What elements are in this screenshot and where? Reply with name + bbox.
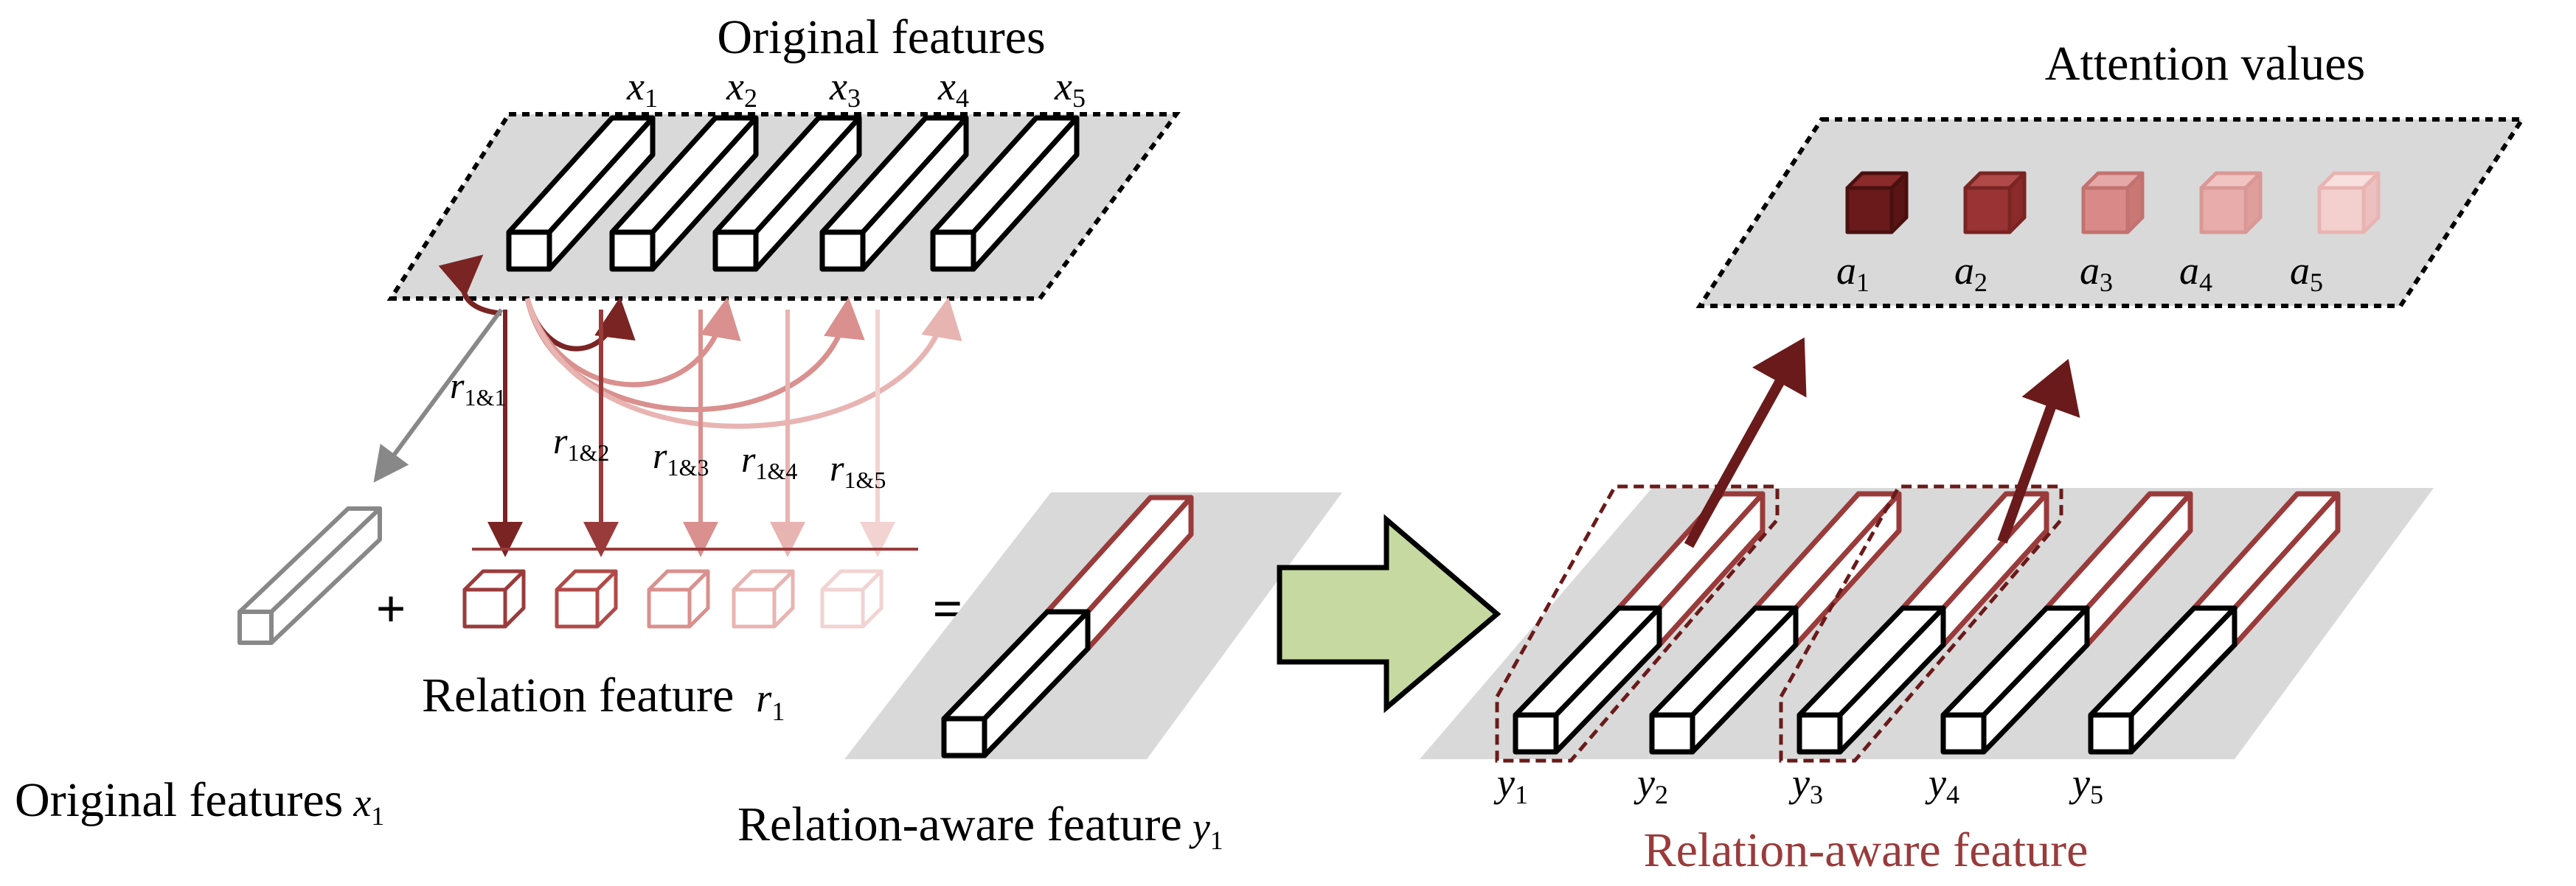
self-loop-arrow	[438, 254, 502, 316]
feature-bar-x4	[819, 115, 969, 272]
output-label-y5: y5	[2069, 761, 2103, 809]
feature-bar-x2	[609, 115, 759, 272]
relation-label-r15: r1&5	[830, 447, 886, 493]
attention-label-a4: a4	[2179, 248, 2212, 297]
output-bar-y1	[1513, 491, 1766, 755]
relation-aware-bar-y1	[941, 495, 1194, 758]
right-panel: Attention values	[1420, 37, 2527, 877]
highlight-box-y1	[1495, 484, 1780, 763]
original-feature-arrow	[373, 308, 504, 483]
relation-cube-1	[462, 569, 526, 629]
attention-cube-a2	[1963, 171, 2027, 234]
attention-label-a5: a5	[2290, 248, 2323, 297]
left-panel: Original features x1 x2 x3 x4 x5	[15, 10, 1342, 855]
feature-bar-x5	[930, 115, 1080, 272]
highlight-boxes	[1495, 484, 2063, 763]
feature-label-x2: x2	[726, 64, 757, 113]
output-labels: y1 y2 y3 y4 y5	[1493, 761, 2103, 809]
attention-labels: a1 a2 a3 a4 a5	[1836, 248, 2323, 297]
feature-labels: x1 x2 x3 x4 x5	[626, 64, 1086, 113]
attention-cube-a4	[2199, 171, 2263, 234]
feature-bar-x3	[712, 115, 862, 272]
feature-label-x4: x4	[937, 64, 969, 113]
attention-cube-a5	[2317, 171, 2381, 234]
relation-cube-3	[647, 569, 710, 629]
attention-label-a3: a3	[2080, 248, 2113, 297]
right-panel-title: Attention values	[2045, 37, 2365, 91]
output-label-y1: y1	[1493, 761, 1528, 809]
relation-label-r12: r1&2	[553, 420, 609, 466]
feature-label-x5: x5	[1054, 64, 1086, 113]
attention-label-a2: a2	[1954, 248, 1987, 297]
relation-drop-arrows	[487, 310, 895, 557]
transition-arrow	[1277, 514, 1501, 714]
relation-curves	[524, 297, 962, 429]
output-label-y4: y4	[1925, 761, 1959, 809]
relation-label-r14: r1&4	[741, 439, 797, 484]
plus-sign: +	[375, 579, 406, 638]
relation-label-r11: r1&1	[450, 365, 506, 411]
feature-bars	[506, 115, 1080, 272]
left-panel-title: Original features	[717, 10, 1045, 64]
right-panel-footer-label: Relation-aware feature	[1644, 823, 2089, 877]
original-feature-bar	[237, 506, 382, 645]
relation-cube-5	[820, 569, 883, 629]
output-bar-y4	[1940, 491, 2193, 755]
attention-cube-a1	[1845, 171, 1909, 234]
attention-cube-a3	[2081, 171, 2145, 234]
attention-arrow-1	[1684, 337, 1807, 548]
relation-labels: r1&1 r1&2 r1&3 r1&4 r1&5	[450, 365, 886, 493]
output-label-y3: y3	[1788, 761, 1823, 809]
feature-label-x1: x1	[626, 64, 658, 113]
relation-cube-4	[732, 569, 795, 629]
attention-arrow-2	[1997, 358, 2080, 544]
output-label-y2: y2	[1634, 761, 1668, 809]
feature-bar-x1	[506, 115, 656, 272]
output-bars	[1513, 491, 2341, 755]
output-bar-y2	[1649, 491, 1902, 755]
relation-feature-cubes	[462, 569, 883, 629]
highlight-box-y3	[1779, 484, 2063, 763]
feature-label-x3: x3	[829, 64, 861, 113]
relation-label-r13: r1&3	[653, 435, 709, 481]
output-bar-y5	[2088, 491, 2341, 755]
relation-cube-2	[555, 569, 618, 629]
attention-cubes	[1845, 171, 2381, 234]
attention-label-a1: a1	[1836, 248, 1869, 297]
